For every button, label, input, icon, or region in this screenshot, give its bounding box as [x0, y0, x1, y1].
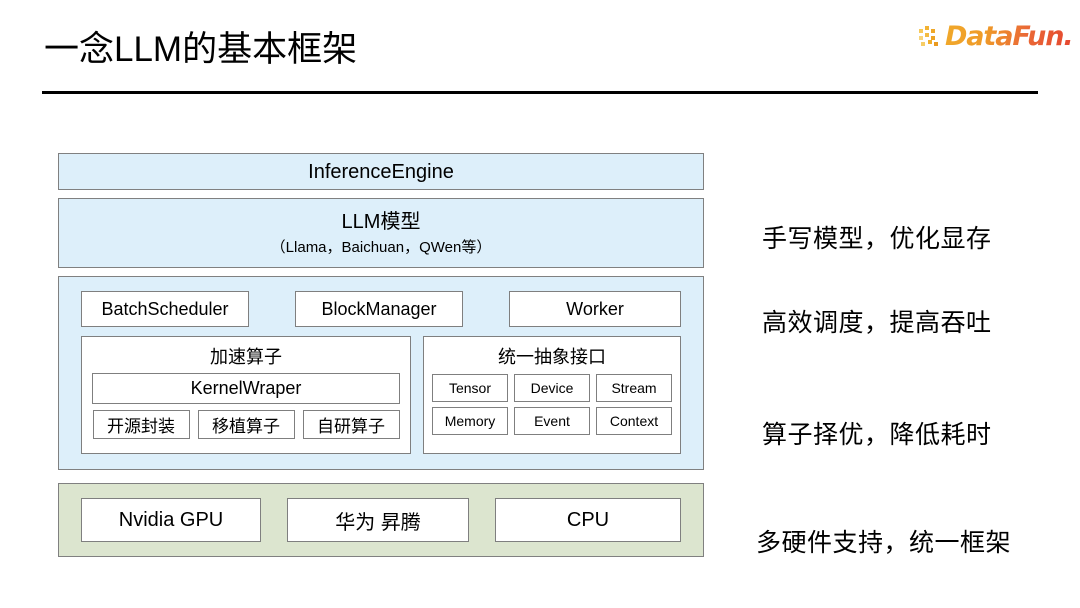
box-device: Device	[514, 374, 590, 402]
box-nvidia-gpu-label: Nvidia GPU	[118, 508, 224, 531]
tier-llm-model-sublabel: （Llama，Baichuan，QWen等）	[270, 238, 492, 256]
box-ported-operator: 移植算子	[197, 410, 295, 439]
datafun-logo-text: DataFun.	[945, 20, 1074, 52]
box-batch-scheduler: BatchScheduler	[81, 291, 249, 327]
datafun-logo: DataFun.	[918, 20, 1074, 52]
tier-inference-engine-label: InferenceEngine	[308, 160, 454, 183]
box-huawei-ascend-label: 华为 昇腾	[335, 511, 421, 534]
panel-accel-operators-title: 加速算子	[210, 347, 282, 367]
core-top-row: BatchScheduler BlockManager Worker	[81, 291, 681, 327]
box-open-source-wrapper-label: 开源封装	[107, 417, 175, 436]
tier-core-components: BatchScheduler BlockManager Worker 加速算子 …	[58, 276, 704, 470]
box-context-label: Context	[609, 413, 659, 429]
box-kernel-wraper: KernelWraper	[92, 373, 400, 404]
box-memory-label: Memory	[444, 413, 496, 429]
box-context: Context	[596, 407, 672, 435]
panel-unified-abstract-interface-title: 统一抽象接口	[498, 347, 606, 367]
panel-unified-abstract-interface: 统一抽象接口 Tensor Device Stream Memory	[423, 336, 681, 454]
core-bottom-row: 加速算子 KernelWraper 开源封装 移植算子 自研算子	[81, 336, 681, 454]
box-huawei-ascend: 华为 昇腾	[287, 498, 469, 542]
box-kernel-wraper-label: KernelWraper	[190, 378, 302, 398]
box-tensor: Tensor	[432, 374, 508, 402]
panel-accel-operators: 加速算子 KernelWraper 开源封装 移植算子 自研算子	[81, 336, 411, 454]
architecture-diagram: InferenceEngine LLM模型 （Llama，Baichuan，QW…	[58, 153, 704, 557]
box-block-manager-label: BlockManager	[321, 298, 437, 319]
box-stream-label: Stream	[611, 380, 657, 396]
box-ported-operator-label: 移植算子	[212, 417, 280, 436]
tier-llm-model: LLM模型 （Llama，Baichuan，QWen等）	[58, 198, 704, 268]
box-open-source-wrapper: 开源封装	[92, 410, 190, 439]
box-cpu-label: CPU	[566, 508, 610, 531]
box-event: Event	[514, 407, 590, 435]
box-cpu: CPU	[495, 498, 681, 542]
hardware-row: Nvidia GPU 华为 昇腾 CPU	[81, 498, 681, 542]
box-worker-label: Worker	[566, 298, 624, 319]
box-worker: Worker	[509, 291, 681, 327]
tier-inference-engine: InferenceEngine	[58, 153, 704, 190]
box-tensor-label: Tensor	[448, 380, 492, 396]
box-stream: Stream	[596, 374, 672, 402]
box-nvidia-gpu: Nvidia GPU	[81, 498, 261, 542]
box-self-developed-operator-label: 自研算子	[317, 417, 385, 436]
annotation-scheduling: 高效调度，提高吞吐	[762, 309, 992, 337]
annotation-operator: 算子择优，降低耗时	[762, 421, 992, 449]
page-title: 一念LLM的基本框架	[44, 30, 358, 69]
datafun-dot-matrix-icon	[918, 24, 944, 48]
abstract-interface-grid: Tensor Device Stream Memory Event	[432, 374, 672, 435]
box-self-developed-operator: 自研算子	[302, 410, 400, 439]
box-memory: Memory	[432, 407, 508, 435]
annotation-hardware: 多硬件支持，统一框架	[756, 529, 1012, 557]
title-divider	[42, 91, 1038, 94]
accel-operators-row: 开源封装 移植算子 自研算子	[92, 410, 400, 439]
box-event-label: Event	[534, 413, 570, 429]
tier-llm-model-label: LLM模型	[341, 210, 421, 233]
box-batch-scheduler-label: BatchScheduler	[101, 298, 229, 319]
box-block-manager: BlockManager	[295, 291, 463, 327]
box-device-label: Device	[530, 380, 574, 396]
tier-hardware: Nvidia GPU 华为 昇腾 CPU	[58, 483, 704, 557]
annotation-model: 手写模型，优化显存	[762, 225, 992, 253]
